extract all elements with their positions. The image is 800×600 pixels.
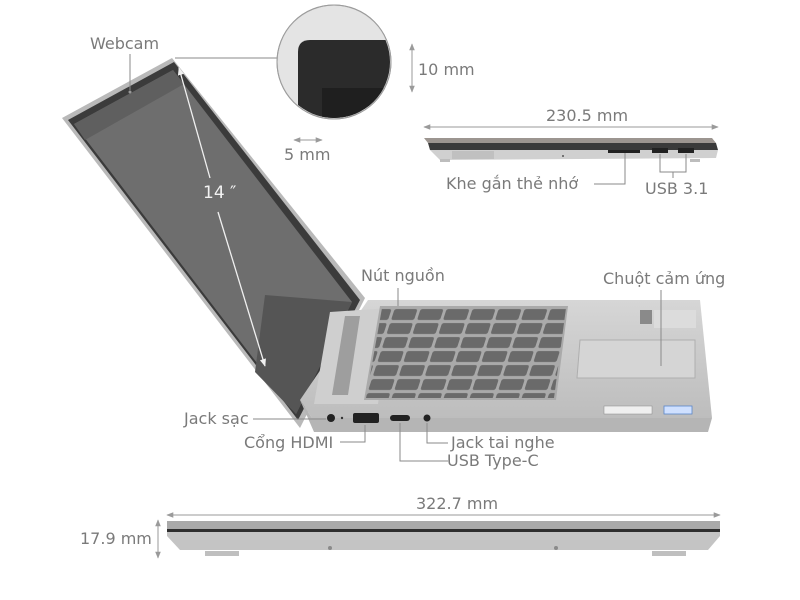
side-width-label: 230.5 mm xyxy=(546,106,629,125)
usb-type-c-label: USB Type-C xyxy=(447,451,539,470)
side-view-laptop xyxy=(423,124,719,162)
headphone-jack-label: Jack tai nghe xyxy=(451,433,555,452)
hdmi-port-label: Cổng HDMI xyxy=(244,433,334,452)
screen-size-label: 14 ″ xyxy=(203,183,237,203)
laptop-lid xyxy=(62,58,365,428)
bezel-zoom-circle xyxy=(276,4,392,120)
side-ports xyxy=(327,413,431,423)
power-button-label: Nút nguồn xyxy=(361,266,445,285)
thickness-label: 17.9 mm xyxy=(80,529,152,548)
card-slot-label: Khe gắn thẻ nhớ xyxy=(446,174,579,193)
bezel-side-label: 5 mm xyxy=(284,145,331,164)
touchpad-label: Chuột cảm ứng xyxy=(603,269,726,288)
bezel-top-label: 10 mm xyxy=(418,60,475,79)
front-view-laptop xyxy=(155,512,721,559)
usb31-label: USB 3.1 xyxy=(645,179,709,198)
webcam-label: Webcam xyxy=(90,34,160,53)
charging-jack-label: Jack sạc xyxy=(184,409,249,428)
laptop-base xyxy=(300,300,712,432)
front-width-label: 322.7 mm xyxy=(416,494,499,513)
